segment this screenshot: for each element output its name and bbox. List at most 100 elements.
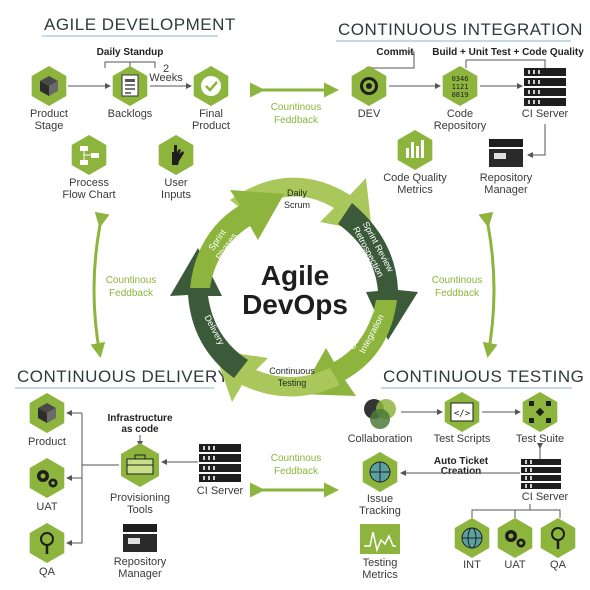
- provisioning-tools-label-2: Tools: [127, 504, 153, 516]
- venn-icon: [364, 399, 396, 429]
- issue-tracking-label-2: Tracking: [359, 505, 401, 517]
- ct-qa-label: QA: [550, 559, 567, 571]
- globe-icon: [461, 527, 483, 549]
- repo-manager-top-label-1: Repository: [480, 172, 533, 184]
- magnifier-icon: [40, 532, 54, 554]
- cycle-arrow-sprint-phases: [190, 190, 284, 288]
- ciserver-env-links: [471, 504, 561, 518]
- feedback-right-label-1: Countinous: [432, 275, 483, 286]
- ct-int-node: [454, 518, 490, 558]
- code-brackets-icon: </>: [450, 402, 474, 422]
- weeks-number: 2: [163, 63, 169, 75]
- auto-ticket-label-2: Creation: [441, 466, 482, 477]
- svg-text:</>: </>: [454, 409, 471, 419]
- toolbox-icon: [126, 454, 154, 475]
- ciserver-to-repomanager-arrow: [527, 124, 546, 158]
- cd-repository-manager-node: [123, 524, 157, 552]
- provisioning-tools-label-1: Provisioning: [110, 492, 170, 504]
- code-quality-label-1: Code Quality: [383, 172, 447, 184]
- repo-manager-top-label-2: Manager: [484, 184, 528, 196]
- ct-qa-node: [540, 518, 576, 558]
- checkmark-icon: [201, 76, 221, 96]
- ci-server-node-top: [524, 68, 566, 106]
- feedback-top-label-2: Feddback: [274, 115, 319, 126]
- svg-text:1121: 1121: [452, 83, 469, 91]
- cd-qa-label: QA: [39, 566, 56, 578]
- continuous-delivery-title: CONTINUOUS DELIVERY: [17, 367, 229, 386]
- feedback-arrow-left: [90, 211, 110, 358]
- collaboration-node: [364, 399, 396, 429]
- continuous-testing-title: CONTINUOUS TESTING: [383, 367, 584, 386]
- testing-metrics-label-2: Metrics: [362, 569, 398, 581]
- code-repository-node: 0346 1121 0819: [442, 66, 478, 106]
- ct-ci-server-label: CI Server: [522, 491, 569, 503]
- code-quality-node: [397, 130, 433, 170]
- center-title-1: Agile: [261, 260, 329, 291]
- provisioning-tools-node: [121, 443, 159, 487]
- ct-uat-label: UAT: [504, 559, 525, 571]
- issue-tracking-node: [362, 452, 398, 492]
- code-quality-label-2: Metrics: [397, 184, 433, 196]
- testing-metrics-node: [360, 524, 400, 554]
- ct-ci-server-node: [521, 459, 561, 489]
- test-scripts-label: Test Scripts: [434, 433, 491, 445]
- user-inputs-node: [158, 135, 194, 175]
- collaboration-label: Collaboration: [348, 433, 413, 445]
- feedback-left-label-2: Feddback: [109, 288, 154, 299]
- center-title-2: DevOps: [242, 289, 348, 320]
- cycle-arrow-sprint-review: [338, 203, 418, 340]
- svg-text:0819: 0819: [452, 91, 469, 99]
- product-stage-label-1: Product: [30, 108, 68, 120]
- process-flow-node: [71, 135, 107, 175]
- ct-uat-node: [497, 518, 533, 558]
- cd-qa-node: [29, 523, 65, 563]
- cd-product-node: [29, 393, 65, 433]
- backlogs-label: Backlogs: [108, 108, 153, 120]
- code-repository-label-1: Code: [447, 108, 473, 120]
- cd-product-label: Product: [28, 436, 66, 448]
- infra-as-code-label-1: Infrastructure: [107, 413, 172, 424]
- code-repository-label-2: Repository: [434, 120, 487, 132]
- crosshair-icon: [369, 461, 391, 483]
- cd-ci-server-node: [199, 444, 241, 482]
- bar-chart-icon: [406, 140, 424, 158]
- user-inputs-label-1: User: [164, 177, 188, 189]
- feedback-top-label-1: Countinous: [271, 102, 322, 113]
- cycle-label-daily-scrum-2: Scrum: [284, 200, 310, 210]
- ct-int-label: INT: [463, 559, 481, 571]
- feedback-bottom-label-2: Feddback: [274, 466, 319, 477]
- commit-label: Commit: [376, 47, 414, 58]
- build-test-label: Build + Unit Test + Code Quality: [432, 47, 584, 58]
- cabinet-icon: [123, 524, 157, 552]
- server-rack-icon: [199, 444, 241, 482]
- process-flow-label-2: Flow Chart: [62, 189, 115, 201]
- cube-icon: [40, 76, 58, 96]
- issue-tracking-label-1: Issue: [367, 493, 393, 505]
- ci-server-label-top: CI Server: [522, 108, 569, 120]
- product-stage-node: [31, 66, 67, 106]
- final-product-label-2: Product: [192, 120, 230, 132]
- user-inputs-label-2: Inputs: [161, 189, 191, 201]
- hand-icon: [172, 145, 184, 165]
- feedback-left-label-1: Countinous: [106, 275, 157, 286]
- cd-repo-manager-label-1: Repository: [114, 556, 167, 568]
- cycle-label-daily-scrum-1: Daily: [287, 188, 308, 198]
- cabinet-icon: [489, 139, 523, 167]
- weeks-label: Weeks: [149, 72, 183, 84]
- target-icon: [360, 77, 378, 95]
- daily-standup-label: Daily Standup: [97, 47, 164, 58]
- cycle-label-continuous-testing-2: Testing: [278, 378, 307, 388]
- infra-as-code-label-2: as code: [121, 424, 159, 435]
- testing-metrics-label-1: Testing: [363, 557, 398, 569]
- process-flow-label-1: Process: [69, 177, 109, 189]
- server-rack-icon: [521, 459, 561, 489]
- feedback-right-label-2: Feddback: [435, 288, 480, 299]
- auto-ticket-label-1: Auto Ticket: [434, 456, 489, 467]
- test-suite-node: [522, 392, 558, 432]
- final-product-label-1: Final: [199, 108, 223, 120]
- test-scripts-node: </>: [444, 392, 480, 432]
- cycle-arrow-daily-scrum: [230, 177, 372, 232]
- test-suite-label: Test Suite: [516, 433, 564, 445]
- cd-uat-node: [29, 458, 65, 498]
